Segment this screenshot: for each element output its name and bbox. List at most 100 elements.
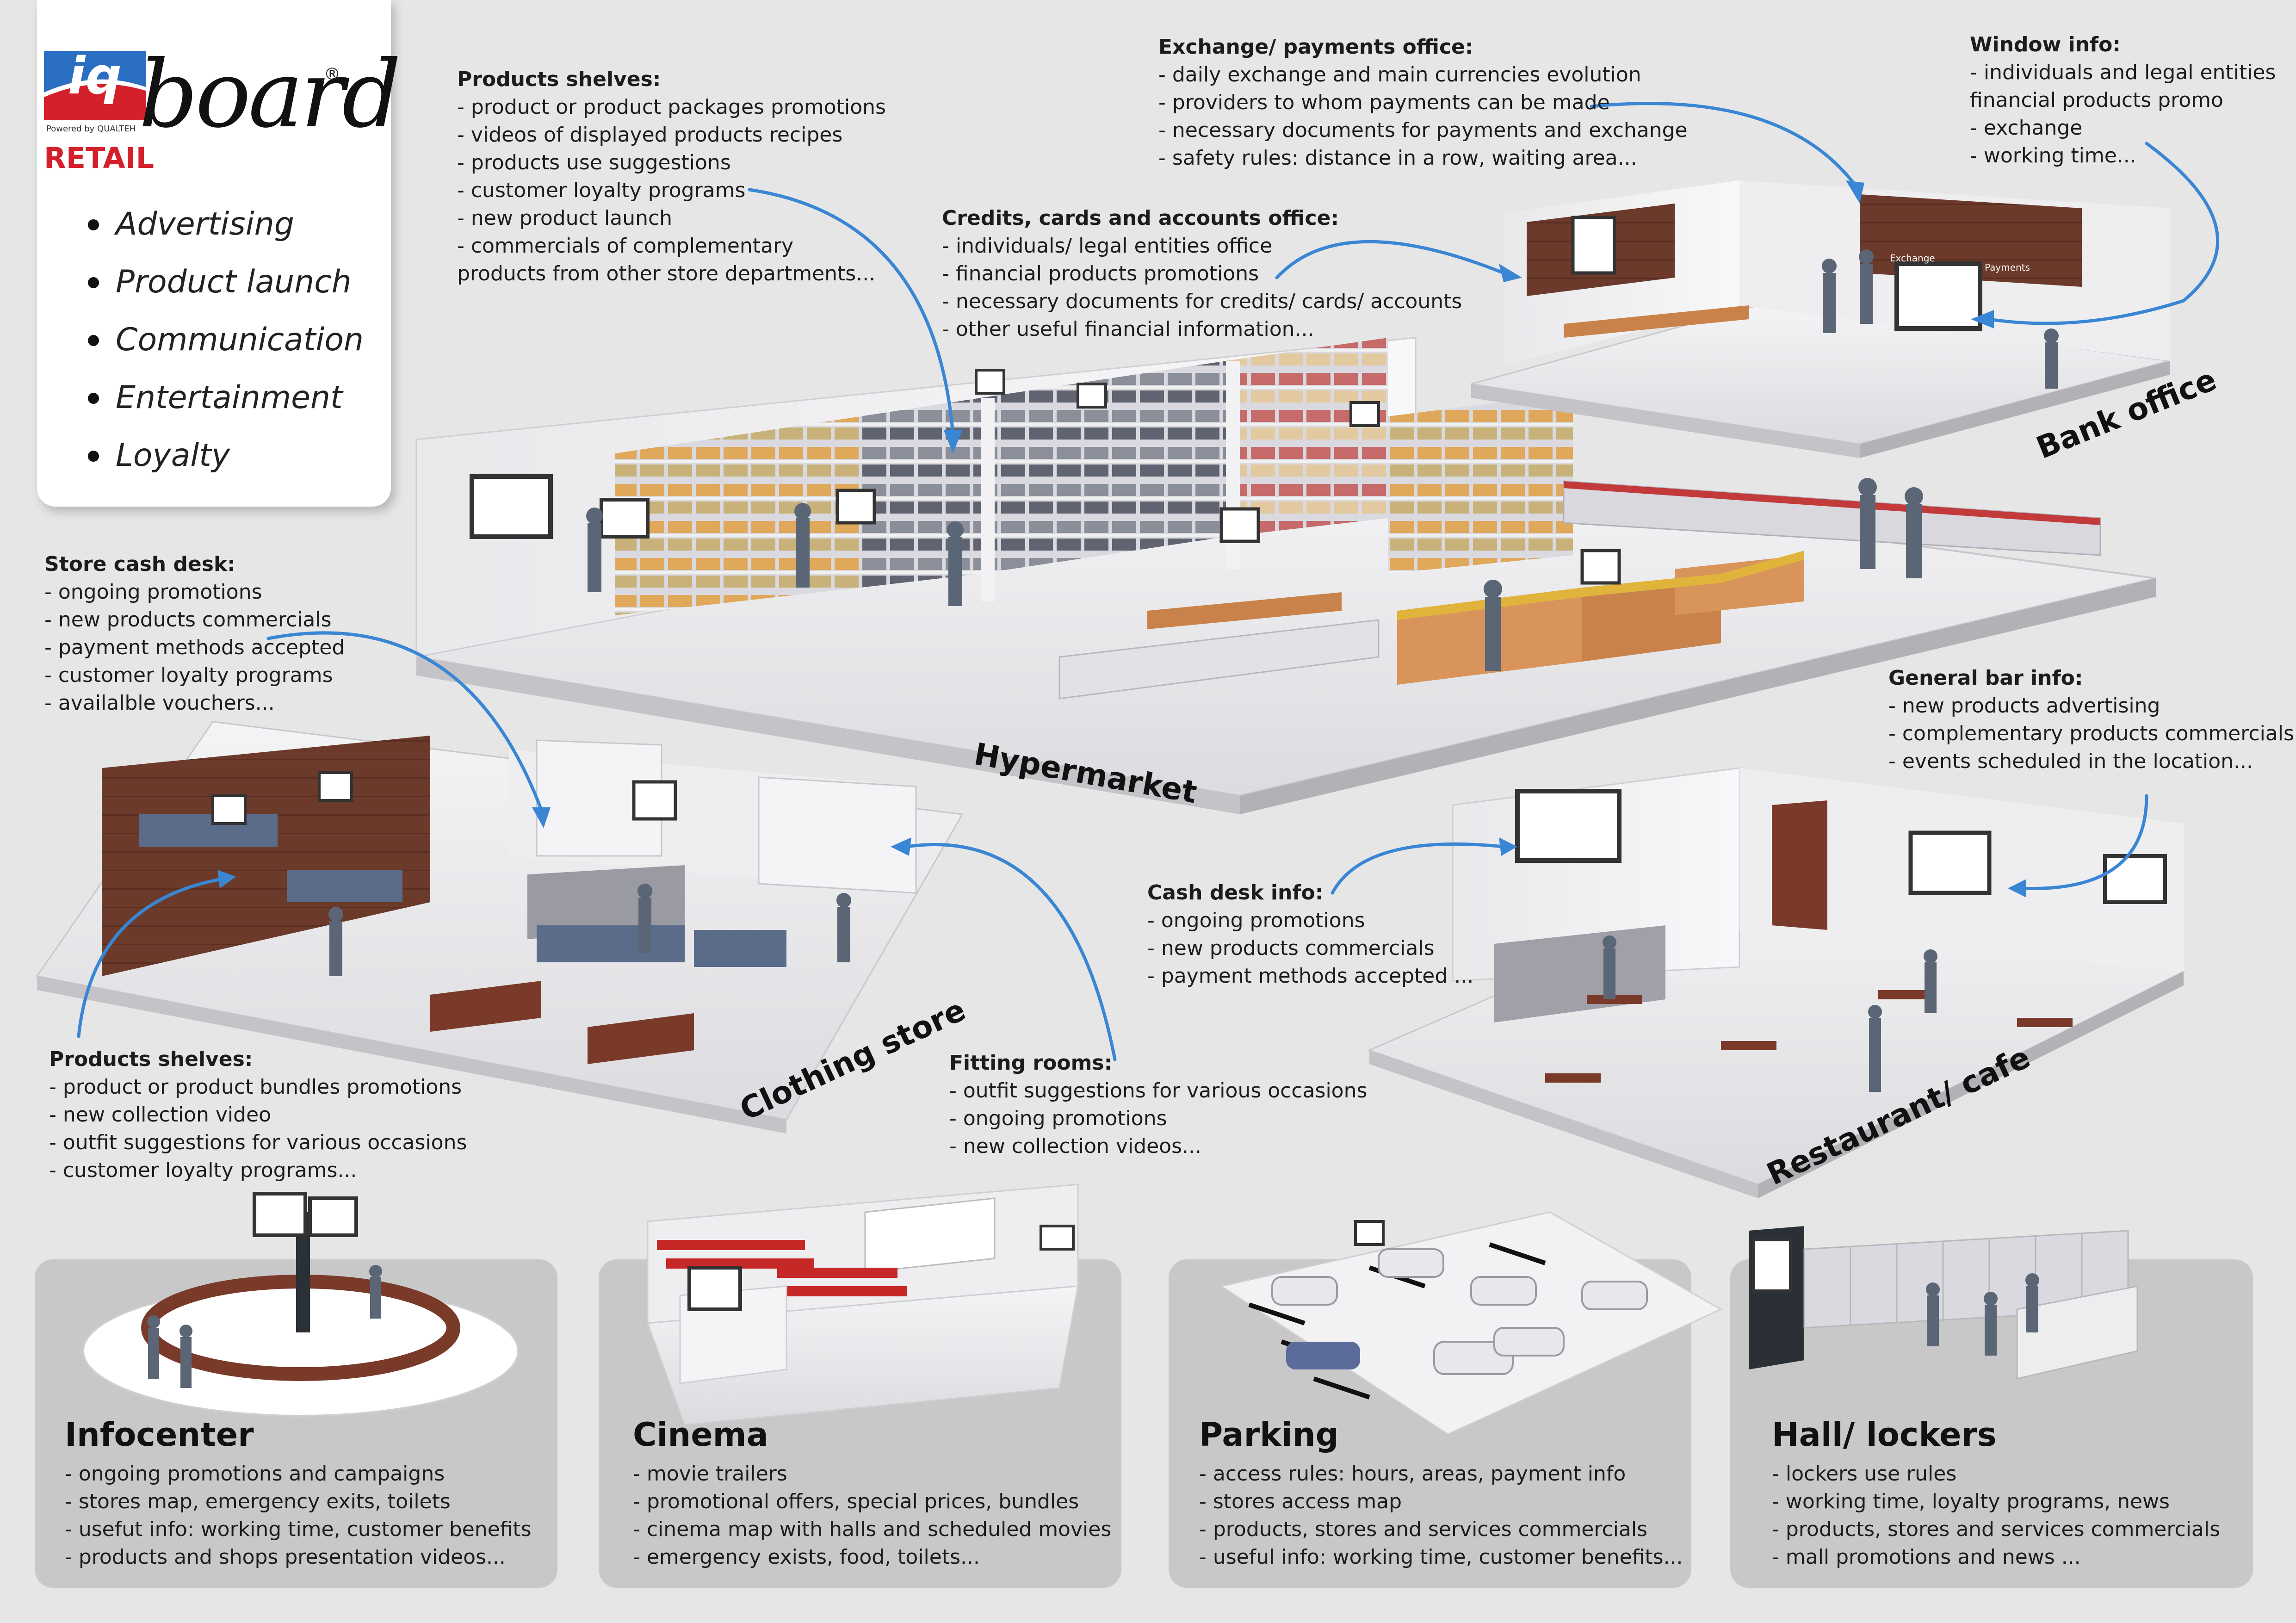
block-line: - products use suggestions	[457, 151, 731, 174]
feature-label: Product launch	[116, 264, 352, 300]
clothing-store-scene	[36, 721, 964, 1134]
arrow-cash-desk-info	[1331, 842, 1505, 895]
block-line: - providers to whom payments can be made	[1158, 91, 1610, 114]
clothing-shelves-block: Products shelves: - product or product b…	[49, 1046, 467, 1184]
panel-line: - lockers use rules	[1772, 1462, 1957, 1486]
block-line: - new collection videos...	[949, 1134, 1201, 1158]
cinema-scene	[646, 1183, 1079, 1426]
hall-lockers-scene	[1749, 1226, 2138, 1380]
block-line: - exchange	[1970, 116, 2083, 140]
block-heading: Window info:	[1970, 33, 2121, 56]
arrow-products-shelves	[748, 188, 955, 437]
hypermarket-scene	[415, 337, 2156, 814]
general-bar-block: General bar info: - new products adverti…	[1888, 664, 2294, 775]
restaurant-scene	[1367, 767, 2186, 1198]
panel-line: - working time, loyalty programs, news	[1772, 1490, 2170, 1513]
block-line: - events scheduled in the location...	[1888, 750, 2253, 773]
block-line: - outfit suggestions for various occasio…	[949, 1079, 1368, 1103]
arrow-credits-office	[1275, 240, 1505, 279]
block-line: - financial products promotions	[942, 262, 1259, 285]
store-cash-desk-block: Store cash desk: - ongoing promotions - …	[44, 551, 345, 717]
logo-board-text: board	[139, 41, 401, 149]
block-line: - individuals/ legal entities office	[942, 234, 1273, 258]
parking-text: Parking - access rules: hours, areas, pa…	[1199, 1416, 1683, 1571]
block-heading: Cash desk info:	[1147, 881, 1324, 904]
feature-item: Product launch	[74, 257, 364, 315]
feature-item: Communication	[74, 315, 364, 372]
panel-line: - mall promotions and news ...	[1772, 1545, 2081, 1569]
logo-registered-mark: ®	[324, 65, 340, 84]
bullet-icon	[88, 219, 99, 230]
panel-line: - emergency exists, food, toilets...	[633, 1545, 980, 1569]
panel-line: - movie trailers	[633, 1462, 787, 1486]
block-line: - new product launch	[457, 206, 673, 230]
block-line: - videos of displayed products recipes	[457, 123, 843, 147]
hall-lockers-text: Hall/ lockers - lockers use rules - work…	[1772, 1416, 2220, 1571]
arrow-exchange-office	[1590, 102, 1857, 187]
bullet-icon	[88, 451, 99, 462]
block-line: - product or product bundles promotions	[49, 1075, 462, 1099]
block-heading: General bar info:	[1888, 666, 2083, 690]
arrow-clothing-shelves	[77, 877, 224, 1038]
panel-line: - cinema map with halls and scheduled mo…	[633, 1518, 1112, 1541]
block-line: - customer loyalty programs	[457, 179, 746, 202]
panel-line: - products, stores and services commerci…	[1199, 1518, 1648, 1541]
panel-title: Cinema	[633, 1416, 768, 1454]
feature-list: Advertising Product launch Communication…	[74, 199, 364, 488]
infocenter-scene	[82, 1192, 519, 1417]
feature-label: Communication	[116, 322, 364, 358]
logo-iq-text: iq	[68, 51, 122, 105]
panel-line: - promotional offers, special prices, bu…	[633, 1490, 1079, 1513]
block-line: - payment methods accepted ...	[1147, 964, 1474, 988]
block-line: - product or product packages promotions	[457, 95, 886, 119]
panel-title: Hall/ lockers	[1772, 1416, 1997, 1454]
panel-line: - products, stores and services commerci…	[1772, 1518, 2221, 1541]
panel-line: - ongoing promotions and campaigns	[65, 1462, 445, 1486]
block-line: - customer loyalty programs...	[49, 1158, 357, 1182]
bullet-icon	[88, 393, 99, 404]
callout-arrows	[77, 102, 2219, 1061]
block-line: - availalble vouchers...	[44, 691, 275, 715]
logo-retail: RETAIL	[44, 141, 155, 175]
panel-line: - access rules: hours, areas, payment in…	[1199, 1462, 1626, 1486]
bank-office-scene: Exchange Payments	[1471, 180, 2170, 458]
products-shelves-top-block: Products shelves: - product or product p…	[457, 66, 886, 288]
panel-title: Infocenter	[65, 1416, 254, 1454]
block-line: - commercials of complementary	[457, 234, 794, 258]
block-line: - necessary documents for credits/ cards…	[942, 290, 1462, 313]
block-heading: Exchange/ payments office:	[1158, 35, 1473, 59]
window-info-block: Window info: - individuals and legal ent…	[1970, 31, 2276, 170]
feature-label: Entertainment	[116, 379, 343, 416]
panel-line: - usefut info: working time, customer be…	[65, 1518, 532, 1541]
block-line: - other useful financial information...	[942, 317, 1314, 341]
panel-title: Parking	[1199, 1416, 1339, 1454]
block-line: financial products promo	[1970, 88, 2223, 112]
block-line: - necessary documents for payments and e…	[1158, 118, 1688, 142]
bullet-icon	[88, 335, 99, 346]
parking-scene	[1219, 1211, 1723, 1435]
block-line: - new products advertising	[1888, 694, 2160, 718]
feature-item: Loyalty	[74, 430, 364, 488]
panel-line: - products and shops presentation videos…	[65, 1545, 506, 1569]
iq-logo-icon: iq	[44, 51, 146, 120]
block-line: products from other store departments...	[457, 262, 876, 285]
feature-item: Advertising	[74, 199, 364, 257]
panel-line: - stores map, emergency exits, toilets	[65, 1490, 451, 1513]
cash-desk-info-block: Cash desk info: - ongoing promotions - n…	[1147, 879, 1473, 990]
credits-office-block: Credits, cards and accounts office: - in…	[942, 204, 1462, 343]
block-line: - new products commercials	[1147, 936, 1435, 960]
block-heading: Products shelves:	[457, 68, 661, 91]
exchange-office-block: Exchange/ payments office: - daily excha…	[1158, 33, 1688, 172]
block-line: - ongoing promotions	[1147, 909, 1365, 932]
feature-label: Loyalty	[116, 437, 230, 474]
block-line: - ongoing promotions	[44, 580, 262, 604]
arrow-general-bar	[2020, 794, 2148, 890]
block-line: - new products commercials	[44, 608, 332, 632]
arrow-fitting-rooms	[905, 843, 1117, 1061]
logo-powered-by: Powered by QUALTEH	[46, 124, 136, 134]
infocenter-text: Infocenter - ongoing promotions and camp…	[65, 1416, 532, 1571]
block-line: - safety rules: distance in a row, waiti…	[1158, 146, 1637, 170]
panel-line: - stores access map	[1199, 1490, 1402, 1513]
block-line: - customer loyalty programs	[44, 663, 333, 687]
block-heading: Products shelves:	[49, 1047, 253, 1071]
